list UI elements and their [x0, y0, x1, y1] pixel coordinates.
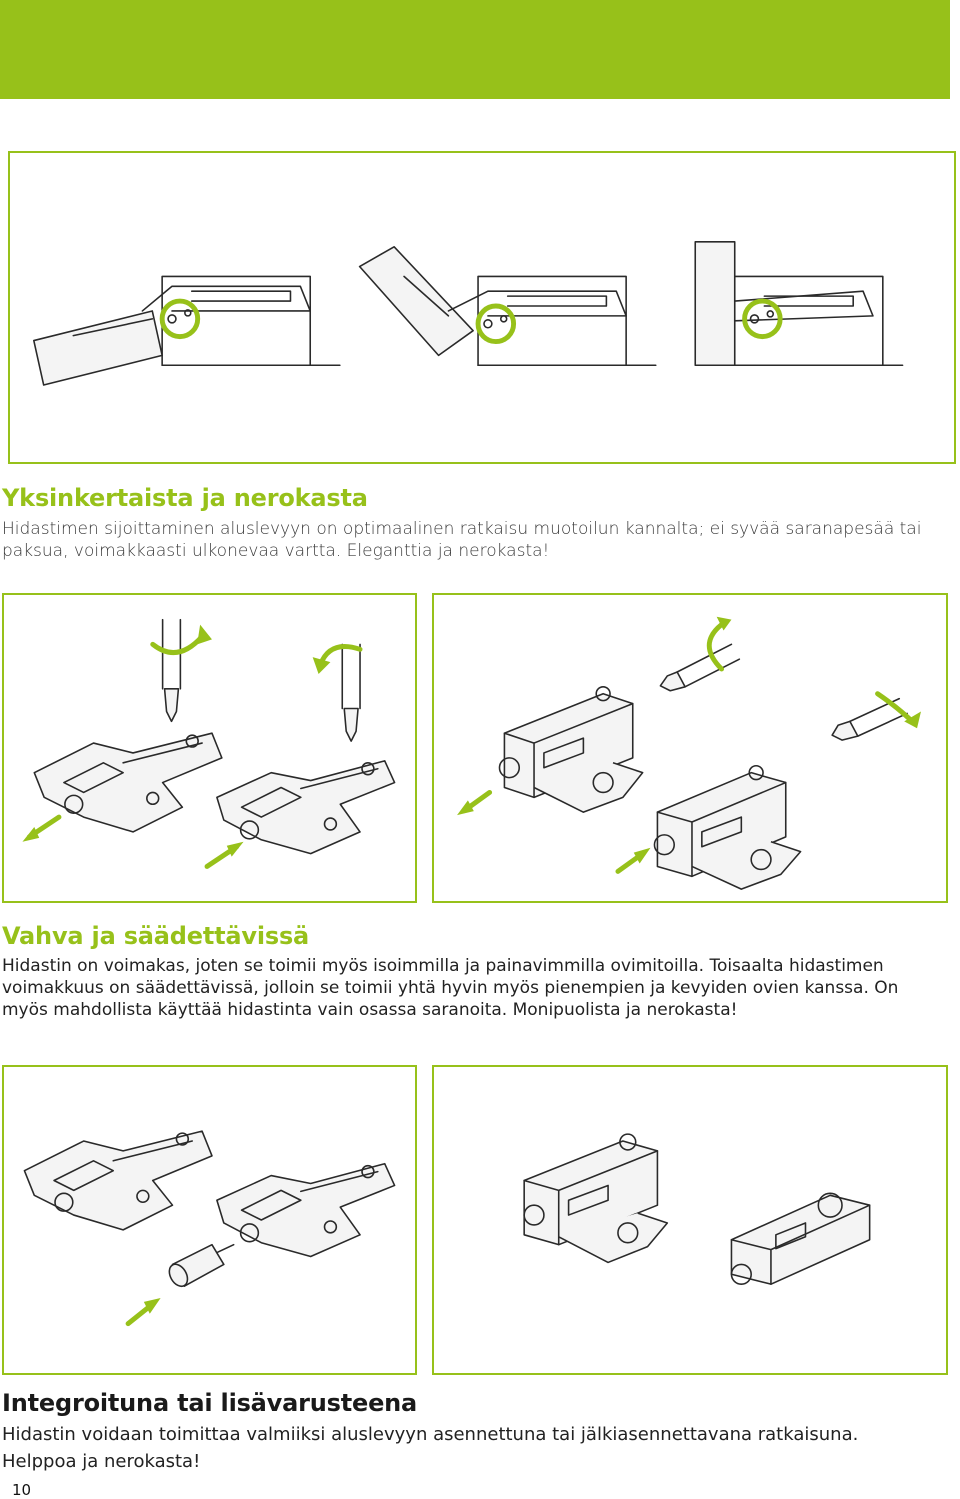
- page-number: 10: [12, 1481, 32, 1499]
- damper-plate-top: [498, 686, 644, 813]
- damper-plate-bottom: [653, 764, 802, 890]
- damper-plate-left: [523, 1133, 669, 1264]
- arrow-in: [204, 841, 244, 869]
- screwdriver-left: [150, 618, 212, 723]
- integrated-damper-drawing: [523, 1133, 871, 1285]
- section-body-strong: Hidastin on voimakas, joten se toimii my…: [2, 956, 899, 1020]
- retrofit-damper-drawing: [23, 1130, 396, 1327]
- hinge-right: [216, 1162, 396, 1258]
- hinge-stage-closed: [694, 241, 904, 367]
- screwdriver-damper-illustration: [432, 593, 948, 903]
- screwdriver-right: [312, 643, 363, 742]
- screwdriver-hinge-illustration: [2, 593, 417, 903]
- arrow-in: [125, 1297, 161, 1327]
- damper-plate-right: [730, 1192, 871, 1285]
- screwdriver-bottom: [831, 691, 921, 741]
- section-heading-strong: Vahva ja säädettävissä: [2, 922, 310, 950]
- section-heading-integrated: Integroituna tai lisävarusteena: [2, 1389, 418, 1417]
- section-heading-simple: Yksinkertaista ja nerokasta: [2, 484, 368, 512]
- hinge-stage-half: [358, 245, 657, 367]
- hinge-sequence-drawing: [33, 241, 904, 386]
- arrow-in: [615, 847, 651, 874]
- screwdriver-top: [659, 616, 741, 692]
- screwdriver-hinge-drawing: [22, 618, 396, 869]
- section-body-integrated: Hidastin voidaan toimittaa valmiiksi alu…: [2, 1424, 859, 1472]
- hinge-left: [23, 1130, 213, 1231]
- hinge-stage-open: [33, 275, 341, 386]
- integrated-damper-illustration: [432, 1065, 948, 1375]
- arrow-out: [457, 789, 493, 816]
- hinge-closing-sequence-illustration: [8, 151, 956, 464]
- arrow-out: [22, 814, 62, 842]
- hinge-right: [216, 760, 396, 855]
- top-color-bar: [0, 0, 950, 99]
- retrofit-damper-illustration: [2, 1065, 417, 1375]
- hinge-left: [33, 732, 223, 833]
- screwdriver-damper-drawing: [457, 616, 921, 890]
- section-body-simple: Hidastimen sijoittaminen aluslevyyn on o…: [2, 519, 922, 561]
- damper-cylinder: [168, 1243, 235, 1288]
